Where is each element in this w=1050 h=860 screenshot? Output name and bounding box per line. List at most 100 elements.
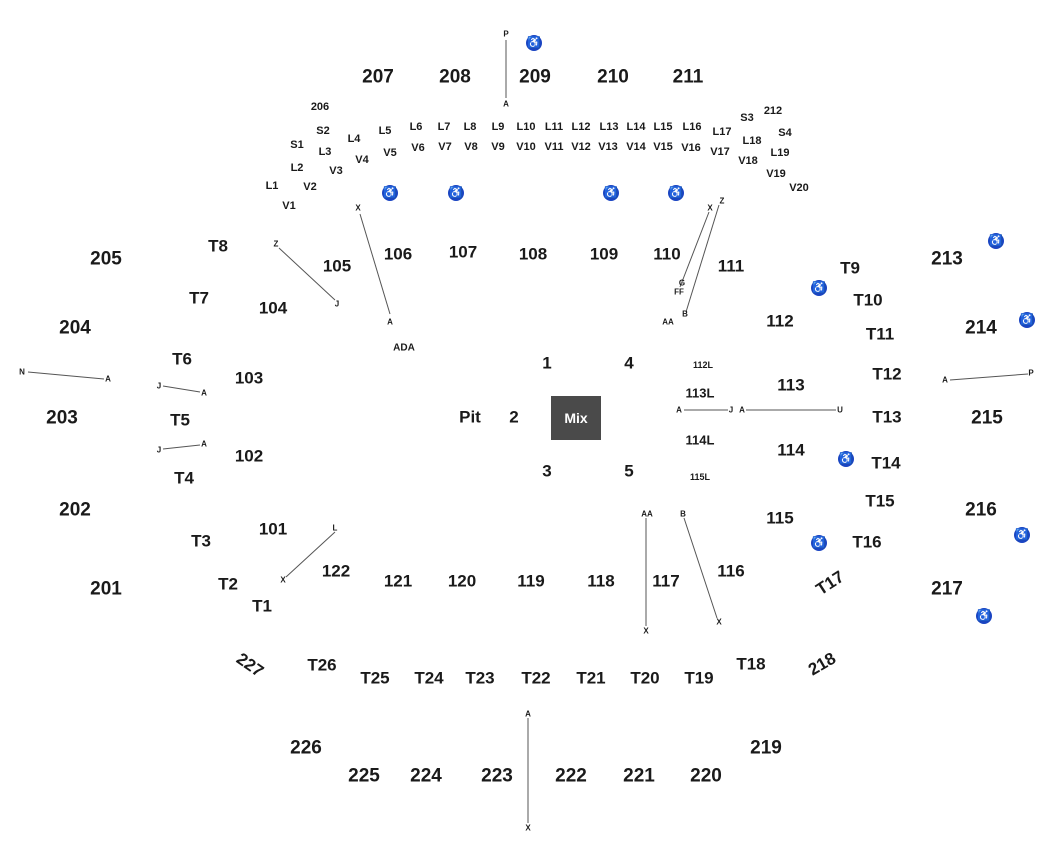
table-T23[interactable]: T23 <box>465 669 494 688</box>
loge-V7[interactable]: V7 <box>438 141 451 153</box>
loge-L17[interactable]: L17 <box>713 126 732 138</box>
section-121[interactable]: 121 <box>384 572 412 591</box>
table-T20[interactable]: T20 <box>630 669 659 688</box>
section-214[interactable]: 214 <box>965 318 997 339</box>
loge-V4[interactable]: V4 <box>355 154 369 166</box>
section-105[interactable]: 105 <box>323 257 351 276</box>
table-T14[interactable]: T14 <box>871 454 901 473</box>
loge-V18[interactable]: V18 <box>738 155 758 167</box>
table-T7[interactable]: T7 <box>189 289 209 308</box>
section-209[interactable]: 209 <box>519 67 551 88</box>
section-202[interactable]: 202 <box>59 500 91 521</box>
section-222[interactable]: 222 <box>555 766 587 787</box>
section-122[interactable]: 122 <box>322 562 350 581</box>
section-103[interactable]: 103 <box>235 369 263 388</box>
floor-112L[interactable]: 112L <box>693 360 714 370</box>
loge-V9[interactable]: V9 <box>491 141 504 153</box>
loge-V6[interactable]: V6 <box>411 142 424 154</box>
section-221[interactable]: 221 <box>623 766 655 787</box>
floor-115L[interactable]: 115L <box>690 472 711 482</box>
section-211[interactable]: 211 <box>673 67 704 88</box>
table-T13[interactable]: T13 <box>872 408 901 427</box>
loge-V12[interactable]: V12 <box>571 141 591 153</box>
section-110[interactable]: 110 <box>653 245 680 264</box>
section-114[interactable]: 114 <box>777 441 805 460</box>
section-219[interactable]: 219 <box>750 738 782 759</box>
table-T19[interactable]: T19 <box>684 669 713 688</box>
loge-V16[interactable]: V16 <box>681 142 701 154</box>
table-T24[interactable]: T24 <box>414 669 444 688</box>
loge-S3[interactable]: S3 <box>740 112 753 124</box>
loge-V2[interactable]: V2 <box>303 181 316 193</box>
loge-V14[interactable]: V14 <box>626 141 646 153</box>
loge-L13[interactable]: L13 <box>600 121 619 133</box>
section-218[interactable]: 218 <box>805 649 839 680</box>
section-216[interactable]: 216 <box>965 500 997 521</box>
table-T16[interactable]: T16 <box>852 533 881 552</box>
section-208[interactable]: 208 <box>439 67 471 88</box>
table-T11[interactable]: T11 <box>866 325 894 344</box>
section-112[interactable]: 112 <box>766 312 793 331</box>
floor-113L[interactable]: 113L <box>686 386 715 401</box>
loge-V11[interactable]: V11 <box>545 141 564 153</box>
section-101[interactable]: 101 <box>259 520 287 539</box>
section-204[interactable]: 204 <box>59 318 91 339</box>
section-220[interactable]: 220 <box>690 766 722 787</box>
loge-L5[interactable]: L5 <box>379 125 392 137</box>
table-T3[interactable]: T3 <box>191 532 211 551</box>
loge-L3[interactable]: L3 <box>319 146 332 158</box>
floor-114L[interactable]: 114L <box>686 433 715 448</box>
section-227[interactable]: 227 <box>233 649 267 681</box>
section-119[interactable]: 119 <box>517 572 544 591</box>
section-210[interactable]: 210 <box>597 67 629 88</box>
table-T9[interactable]: T9 <box>840 259 860 278</box>
loge-V19[interactable]: V19 <box>766 168 786 180</box>
loge-L4[interactable]: L4 <box>348 133 362 145</box>
section-104[interactable]: 104 <box>259 299 288 318</box>
loge-S2[interactable]: S2 <box>316 125 329 137</box>
table-T10[interactable]: T10 <box>853 291 882 310</box>
table-T26[interactable]: T26 <box>307 656 336 675</box>
loge-V1[interactable]: V1 <box>282 200 295 212</box>
section-206[interactable]: 206 <box>311 101 329 113</box>
section-226[interactable]: 226 <box>290 738 322 759</box>
loge-L2[interactable]: L2 <box>291 162 304 174</box>
table-T8[interactable]: T8 <box>208 237 228 256</box>
loge-V5[interactable]: V5 <box>383 147 396 159</box>
loge-L14[interactable]: L14 <box>627 121 647 133</box>
section-224[interactable]: 224 <box>410 766 442 787</box>
section-109[interactable]: 109 <box>590 245 618 264</box>
section-201[interactable]: 201 <box>90 579 122 600</box>
section-212[interactable]: 212 <box>764 105 782 117</box>
section-213[interactable]: 213 <box>931 249 963 270</box>
loge-V20[interactable]: V20 <box>789 182 809 194</box>
loge-L9[interactable]: L9 <box>492 121 505 133</box>
section-120[interactable]: 120 <box>448 572 476 591</box>
floor-pit[interactable]: Pit <box>459 408 481 427</box>
section-223[interactable]: 223 <box>481 766 513 787</box>
loge-L19[interactable]: L19 <box>771 147 790 159</box>
loge-S4[interactable]: S4 <box>778 127 792 139</box>
loge-S1[interactable]: S1 <box>290 139 303 151</box>
loge-L8[interactable]: L8 <box>464 121 477 133</box>
loge-L16[interactable]: L16 <box>683 121 702 133</box>
section-111[interactable]: 111 <box>718 257 745 276</box>
section-115[interactable]: 115 <box>766 509 793 528</box>
loge-L7[interactable]: L7 <box>438 121 451 133</box>
loge-L12[interactable]: L12 <box>572 121 591 133</box>
loge-V10[interactable]: V10 <box>516 141 536 153</box>
table-T12[interactable]: T12 <box>872 365 901 384</box>
loge-V15[interactable]: V15 <box>653 141 673 153</box>
floor-section-1[interactable]: 1 <box>542 354 551 373</box>
floor-section-3[interactable]: 3 <box>542 462 551 481</box>
section-116[interactable]: 116 <box>717 562 744 581</box>
section-118[interactable]: 118 <box>587 572 614 591</box>
loge-V3[interactable]: V3 <box>329 165 342 177</box>
table-T6[interactable]: T6 <box>172 350 192 369</box>
loge-V13[interactable]: V13 <box>598 141 618 153</box>
section-225[interactable]: 225 <box>348 766 380 787</box>
section-113[interactable]: 113 <box>777 376 804 395</box>
loge-V17[interactable]: V17 <box>710 146 730 158</box>
section-215[interactable]: 215 <box>971 408 1003 429</box>
section-107[interactable]: 107 <box>449 243 477 262</box>
